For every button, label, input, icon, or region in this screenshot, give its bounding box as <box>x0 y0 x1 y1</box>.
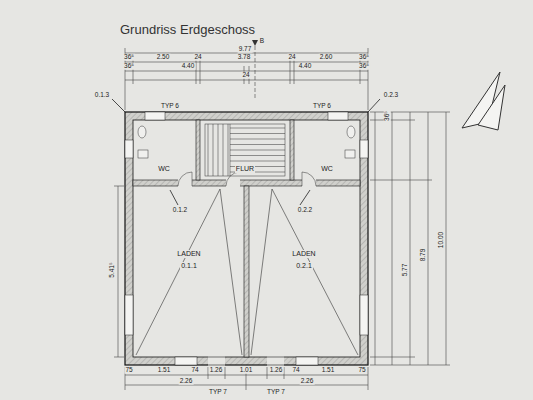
dimension-label: 0.2.2 <box>297 207 313 214</box>
dimension-label: TYP 7 <box>208 389 228 396</box>
dimension-label: 36⁵ <box>358 54 370 61</box>
dimension-label: 1.26 <box>269 367 284 374</box>
dimension-label: 2.50 <box>156 54 171 61</box>
room: WC <box>134 160 194 178</box>
room-label: LADEN <box>176 250 201 258</box>
dimension-label: B <box>259 38 265 45</box>
dimension-label: 0.2.3 <box>383 92 399 99</box>
dimension-label: 36⁵ <box>358 63 370 70</box>
dimension-label: 1.51 <box>157 367 172 374</box>
dimension-label: 74 <box>190 367 199 374</box>
dimension-label: 0.1.3 <box>94 92 110 99</box>
room-label: WC <box>157 165 171 173</box>
room: LADEN 0.1.1 <box>135 200 243 320</box>
dimension-label: TYP 6 <box>160 103 180 110</box>
plan-title: Grundriss Erdgeschoss <box>120 22 255 37</box>
dimension-label: TYP 6 <box>312 103 332 110</box>
dimension-label: 36⁵ <box>123 54 135 61</box>
room-label: FLUR <box>235 165 255 173</box>
dimension-label: 10.00 <box>438 231 445 249</box>
dimension-label: 1.51 <box>321 367 336 374</box>
dimension-label: 0.1.2 <box>172 207 188 214</box>
dimension-label: 5.41⁵ <box>109 261 116 278</box>
room-label: 0.2.1 <box>295 262 313 270</box>
dimension-label: 4.40 <box>181 63 196 70</box>
dimension-label: 24 <box>193 54 202 61</box>
dimension-label: 36⁵ <box>384 110 391 122</box>
dimension-label: 9.77 <box>238 46 253 53</box>
room-label: 0.1.1 <box>180 262 198 270</box>
dimension-label: 8.79 <box>420 248 427 263</box>
dimension-label: 2.26 <box>179 378 194 385</box>
room: FLUR <box>201 160 289 178</box>
room-label: WC <box>320 165 334 173</box>
dimension-label: 3.78 <box>237 54 252 61</box>
dimension-label: 2.60 <box>319 54 334 61</box>
dimension-label: 2.26 <box>300 378 315 385</box>
room: WC <box>296 160 358 178</box>
dimension-label: 4.40 <box>298 63 313 70</box>
room-label: LADEN <box>291 250 316 258</box>
dimension-label: 24 <box>241 72 250 79</box>
dimension-label: 24 <box>287 54 296 61</box>
dimension-label: 75 <box>357 367 366 374</box>
dimension-label: 1.26 <box>209 367 224 374</box>
dimension-label: 36⁵ <box>123 63 135 70</box>
dimension-label: 1.01 <box>239 367 254 374</box>
dimension-label: 74 <box>291 367 300 374</box>
dimension-label: 75 <box>124 367 133 374</box>
dimension-label: TYP 7 <box>266 389 286 396</box>
dimension-label: 5.77 <box>402 263 409 278</box>
room: LADEN 0.2.1 <box>250 200 358 320</box>
